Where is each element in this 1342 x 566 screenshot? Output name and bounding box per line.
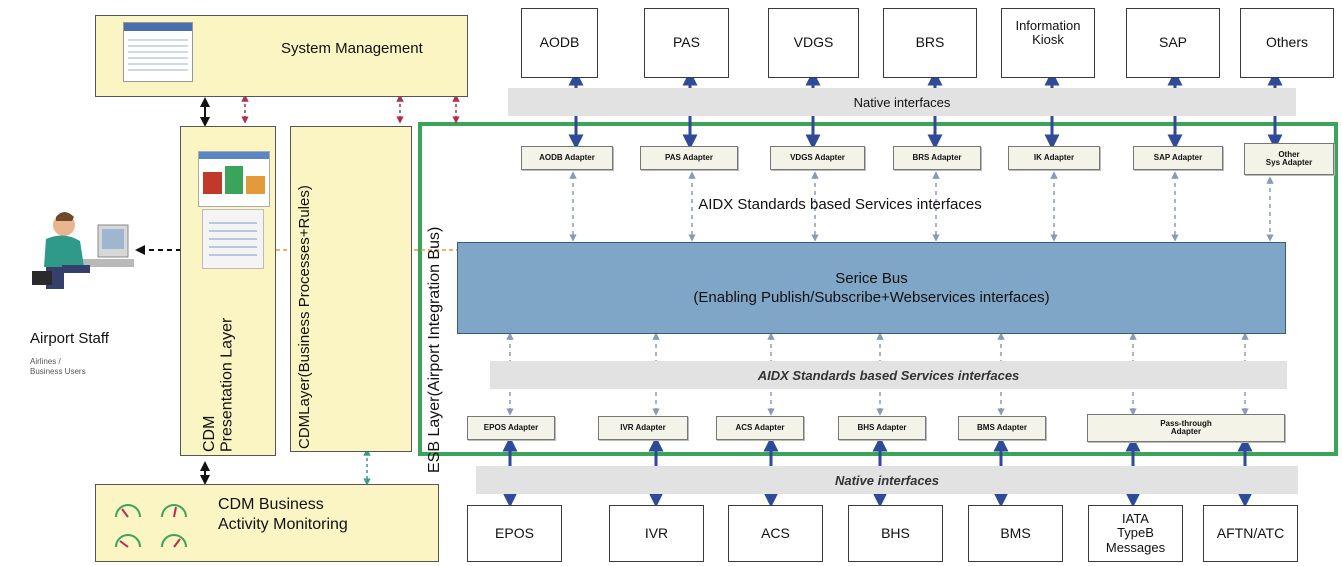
service-bus-subtitle: (Enabling Publish/Subscribe+Webservices … [693, 289, 1050, 306]
system-vdgs: VDGS [768, 8, 859, 78]
system-information-kiosk-label: Information Kiosk [1015, 18, 1081, 48]
system-management-label: System Management [281, 40, 423, 57]
adapter-bhs: BHS Adapter [838, 416, 926, 440]
system-brs-label: BRS [915, 34, 945, 51]
cdm-presentation-layer: CDM Presentation Layer [180, 126, 276, 456]
system-bms: BMS [968, 505, 1063, 562]
adapter-sap-label: SAP Adapter [1153, 152, 1203, 162]
system-aftn-atc: AFTN/ATC [1203, 505, 1298, 562]
system-pas: PAS [644, 8, 729, 78]
adapter-brs: BRS Adapter [893, 146, 981, 170]
system-aftn-atc-label: AFTN/ATC [1216, 524, 1285, 541]
adapter-pas: PAS Adapter [640, 146, 738, 170]
native-interfaces-top-label: Native interfaces [853, 94, 951, 110]
cdm-bam-label: CDM Business Activity Monitoring [218, 496, 348, 533]
system-iata-typeb: IATA TypeB Messages [1088, 505, 1183, 562]
airport-staff-subtitle: Airlines / Business Users [30, 357, 86, 376]
system-others-label: Others [1265, 34, 1308, 51]
system-ivr: IVR [609, 505, 704, 562]
adapter-acs: ACS Adapter [716, 416, 804, 440]
service-bus-title: Serice Bus [835, 269, 908, 287]
airport-staff-icon [22, 205, 140, 295]
system-acs: ACS [728, 505, 823, 562]
cdm-bam-box: CDM Business Activity Monitoring [95, 484, 439, 562]
adapter-vdgs-label: VDGS Adapter [790, 152, 845, 162]
esb-layer-label: ESB Layer(Airport Integration Bus) [426, 226, 443, 473]
adapter-other-sys: Other Sys Adapter [1244, 143, 1334, 175]
adapter-bms-label: BMS Adapter [977, 422, 1027, 432]
system-vdgs-label: VDGS [793, 34, 834, 51]
system-others: Others [1240, 8, 1334, 78]
system-epos-label: EPOS [495, 524, 534, 541]
native-interfaces-bottom-label: Native interfaces [834, 472, 940, 488]
system-aodb: AODB [521, 8, 598, 78]
aidx-top-label: AIDX Standards based Services interfaces [698, 196, 982, 213]
adapter-sap: SAP Adapter [1133, 146, 1223, 170]
native-interfaces-top: Native interfaces [508, 88, 1296, 116]
adapter-ivr-label: IVR Adapter [620, 422, 666, 432]
system-bms-label: BMS [1000, 524, 1031, 541]
adapter-ivr: IVR Adapter [598, 416, 688, 440]
adapter-aodb: AODB Adapter [521, 146, 613, 170]
person-at-computer-icon [32, 212, 134, 289]
gauges-icon [115, 504, 187, 548]
adapter-aodb-label: AODB Adapter [539, 152, 595, 162]
adapter-vdgs: VDGS Adapter [770, 146, 865, 170]
adapter-epos-label: EPOS Adapter [483, 422, 539, 432]
system-pas-label: PAS [673, 34, 700, 51]
system-information-kiosk: Information Kiosk [1001, 8, 1095, 78]
adapter-pass-through: Pass-through Adapter [1087, 414, 1285, 442]
airport-staff-title: Airport Staff [30, 330, 109, 347]
dashboard-thumbnail [198, 151, 270, 207]
system-aodb-label: AODB [539, 34, 580, 51]
adapter-brs-label: BRS Adapter [912, 152, 962, 162]
gauge-panel [104, 491, 200, 555]
cdm-layer-label: CDMLayer(Business Processes+Rules) [296, 185, 313, 449]
service-bus: Serice Bus (Enabling Publish/Subscribe+W… [457, 242, 1286, 334]
form-thumbnail [202, 209, 264, 269]
system-sap-label: SAP [1158, 34, 1187, 51]
adapter-epos: EPOS Adapter [467, 416, 555, 440]
adapter-other-sys-label: Other Sys Adapter [1265, 149, 1313, 167]
system-bhs: BHS [848, 505, 943, 562]
aidx-bottom-band: AIDX Standards based Services interfaces [490, 361, 1287, 389]
adapter-acs-label: ACS Adapter [735, 422, 785, 432]
system-iata-typeb-label: IATA TypeB Messages [1105, 511, 1166, 555]
adapter-pass-through-label: Pass-through Adapter [1160, 418, 1212, 436]
cdm-presentation-label: CDM Presentation Layer [201, 317, 236, 452]
system-sap: SAP [1126, 8, 1220, 78]
system-epos: EPOS [467, 505, 562, 562]
system-brs: BRS [883, 8, 977, 78]
native-interfaces-bottom: Native interfaces [476, 466, 1298, 494]
adapter-kiosk: IK Adapter [1008, 146, 1100, 170]
adapter-kiosk-label: IK Adapter [1033, 152, 1075, 162]
system-acs-label: ACS [761, 524, 790, 541]
cdm-layer: CDMLayer(Business Processes+Rules) [290, 126, 412, 452]
system-ivr-label: IVR [644, 524, 669, 541]
system-bhs-label: BHS [881, 524, 910, 541]
system-management-box: System Management [95, 15, 468, 97]
adapter-bhs-label: BHS Adapter [857, 422, 907, 432]
aidx-bottom-label: AIDX Standards based Services interfaces [757, 367, 1020, 383]
adapter-bms: BMS Adapter [958, 416, 1046, 440]
adapter-pas-label: PAS Adapter [664, 152, 713, 162]
system-management-thumbnail [123, 22, 193, 82]
